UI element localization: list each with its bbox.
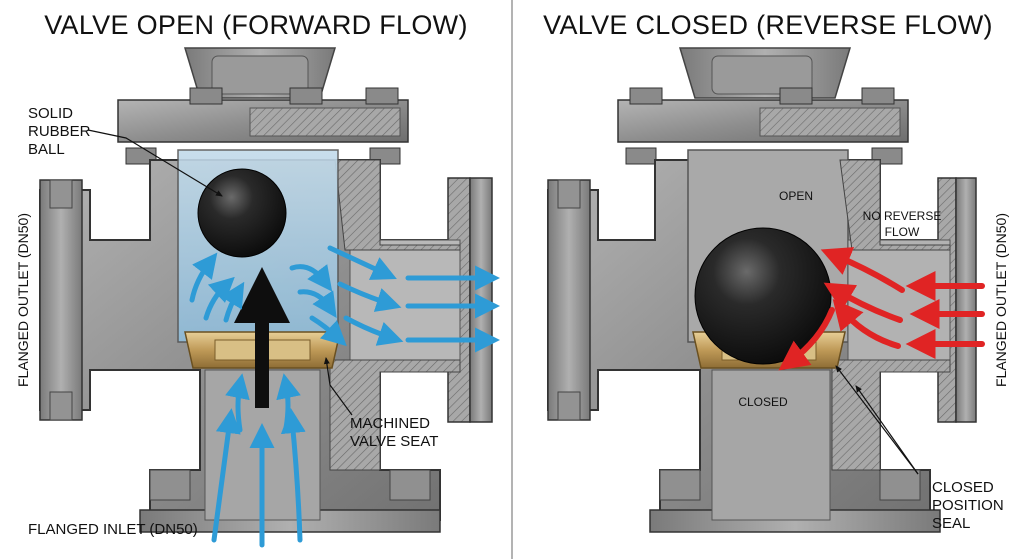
rubber-ball (197, 168, 287, 258)
flow-arrow (189, 252, 218, 303)
label-seal-line1: CLOSED (932, 479, 994, 496)
label-no-reverse-line2: FLOW (885, 225, 920, 239)
flow-arrow (327, 245, 397, 280)
flange-bolt (557, 391, 581, 421)
label-inlet: FLANGED INLET (DN50) (28, 521, 198, 538)
flow-arrow (211, 408, 241, 543)
flow-arrow (832, 299, 901, 349)
seal-leader-line (855, 385, 919, 475)
bolt-head (861, 87, 895, 105)
bonnet-section-hatch (249, 107, 401, 137)
flow-arrow (778, 307, 835, 371)
flow-arrow (823, 282, 903, 323)
wall-section (831, 359, 951, 471)
valve-open-labels: SOLID RUBBER BALL FLANGED OUTLET (DN50) … (15, 105, 438, 538)
flange-bolt (49, 391, 73, 421)
flange-bolt (557, 179, 581, 209)
valve-closed-illustration (547, 47, 985, 533)
flow-arrow (276, 373, 301, 431)
flange-bolt (879, 469, 921, 501)
bolt-head (625, 147, 657, 165)
label-open: OPEN (779, 189, 813, 203)
left-flange (39, 179, 83, 421)
seal-leader-line (835, 365, 919, 475)
bolt-head (189, 87, 223, 105)
bonnet-boss (711, 55, 813, 95)
flow-arrow (297, 289, 337, 318)
title-valve-closed: VALVE CLOSED (REVERSE FLOW) (543, 10, 993, 40)
label-ball-line2: RUBBER (28, 123, 91, 140)
ball-leader-line (87, 129, 223, 197)
flow-arrow (225, 373, 250, 433)
flow-arrow (280, 408, 306, 543)
label-ball-line1: SOLID (28, 105, 73, 122)
flange-bolt (49, 179, 73, 209)
label-right-outlet: FLANGED OUTLET (DN50) (993, 213, 1009, 387)
bonnet-boss (211, 55, 309, 95)
outlet-throat (711, 369, 831, 521)
flow-arrow (309, 315, 347, 347)
forward-flow-arrows (189, 245, 501, 548)
wall-section (334, 159, 461, 251)
label-closed: CLOSED (738, 395, 788, 409)
right-flange-face (469, 177, 493, 423)
flow-arrow (289, 264, 333, 292)
label-seat-line2: VALVE SEAT (350, 433, 438, 450)
wall-section (329, 359, 461, 471)
label-seal-line2: POSITION (932, 497, 1004, 514)
bonnet-section-hatch (759, 107, 901, 137)
bolt-head (779, 87, 813, 105)
label-left-outlet: FLANGED OUTLET (DN50) (15, 213, 31, 387)
title-valve-open: VALVE OPEN (FORWARD FLOW) (44, 10, 468, 40)
label-seal-line3: SEAL (932, 515, 970, 532)
flow-arrow (337, 281, 402, 312)
valve-open-illustration (39, 47, 501, 548)
bolt-head (365, 87, 399, 105)
flange-bolt (389, 469, 431, 501)
flow-arrow (820, 247, 905, 293)
bolt-head (629, 87, 663, 105)
valve-closed-labels: OPEN NO REVERSE FLOW FLANGED OUTLET (DN5… (738, 189, 1009, 532)
label-seat-line1: MACHINED (350, 415, 430, 432)
flow-arrow (343, 315, 404, 346)
flow-arrow (220, 281, 245, 323)
flange-bolt (149, 469, 191, 501)
label-ball-line3: BALL (28, 141, 65, 158)
right-flange-face (955, 177, 977, 423)
left-flange (547, 179, 591, 421)
flange-bolt (659, 469, 701, 501)
seat-leader-line (323, 357, 353, 416)
label-no-reverse-line1: NO REVERSE (863, 209, 942, 223)
reverse-flow-arrows (778, 247, 985, 371)
bolt-head (289, 87, 323, 105)
